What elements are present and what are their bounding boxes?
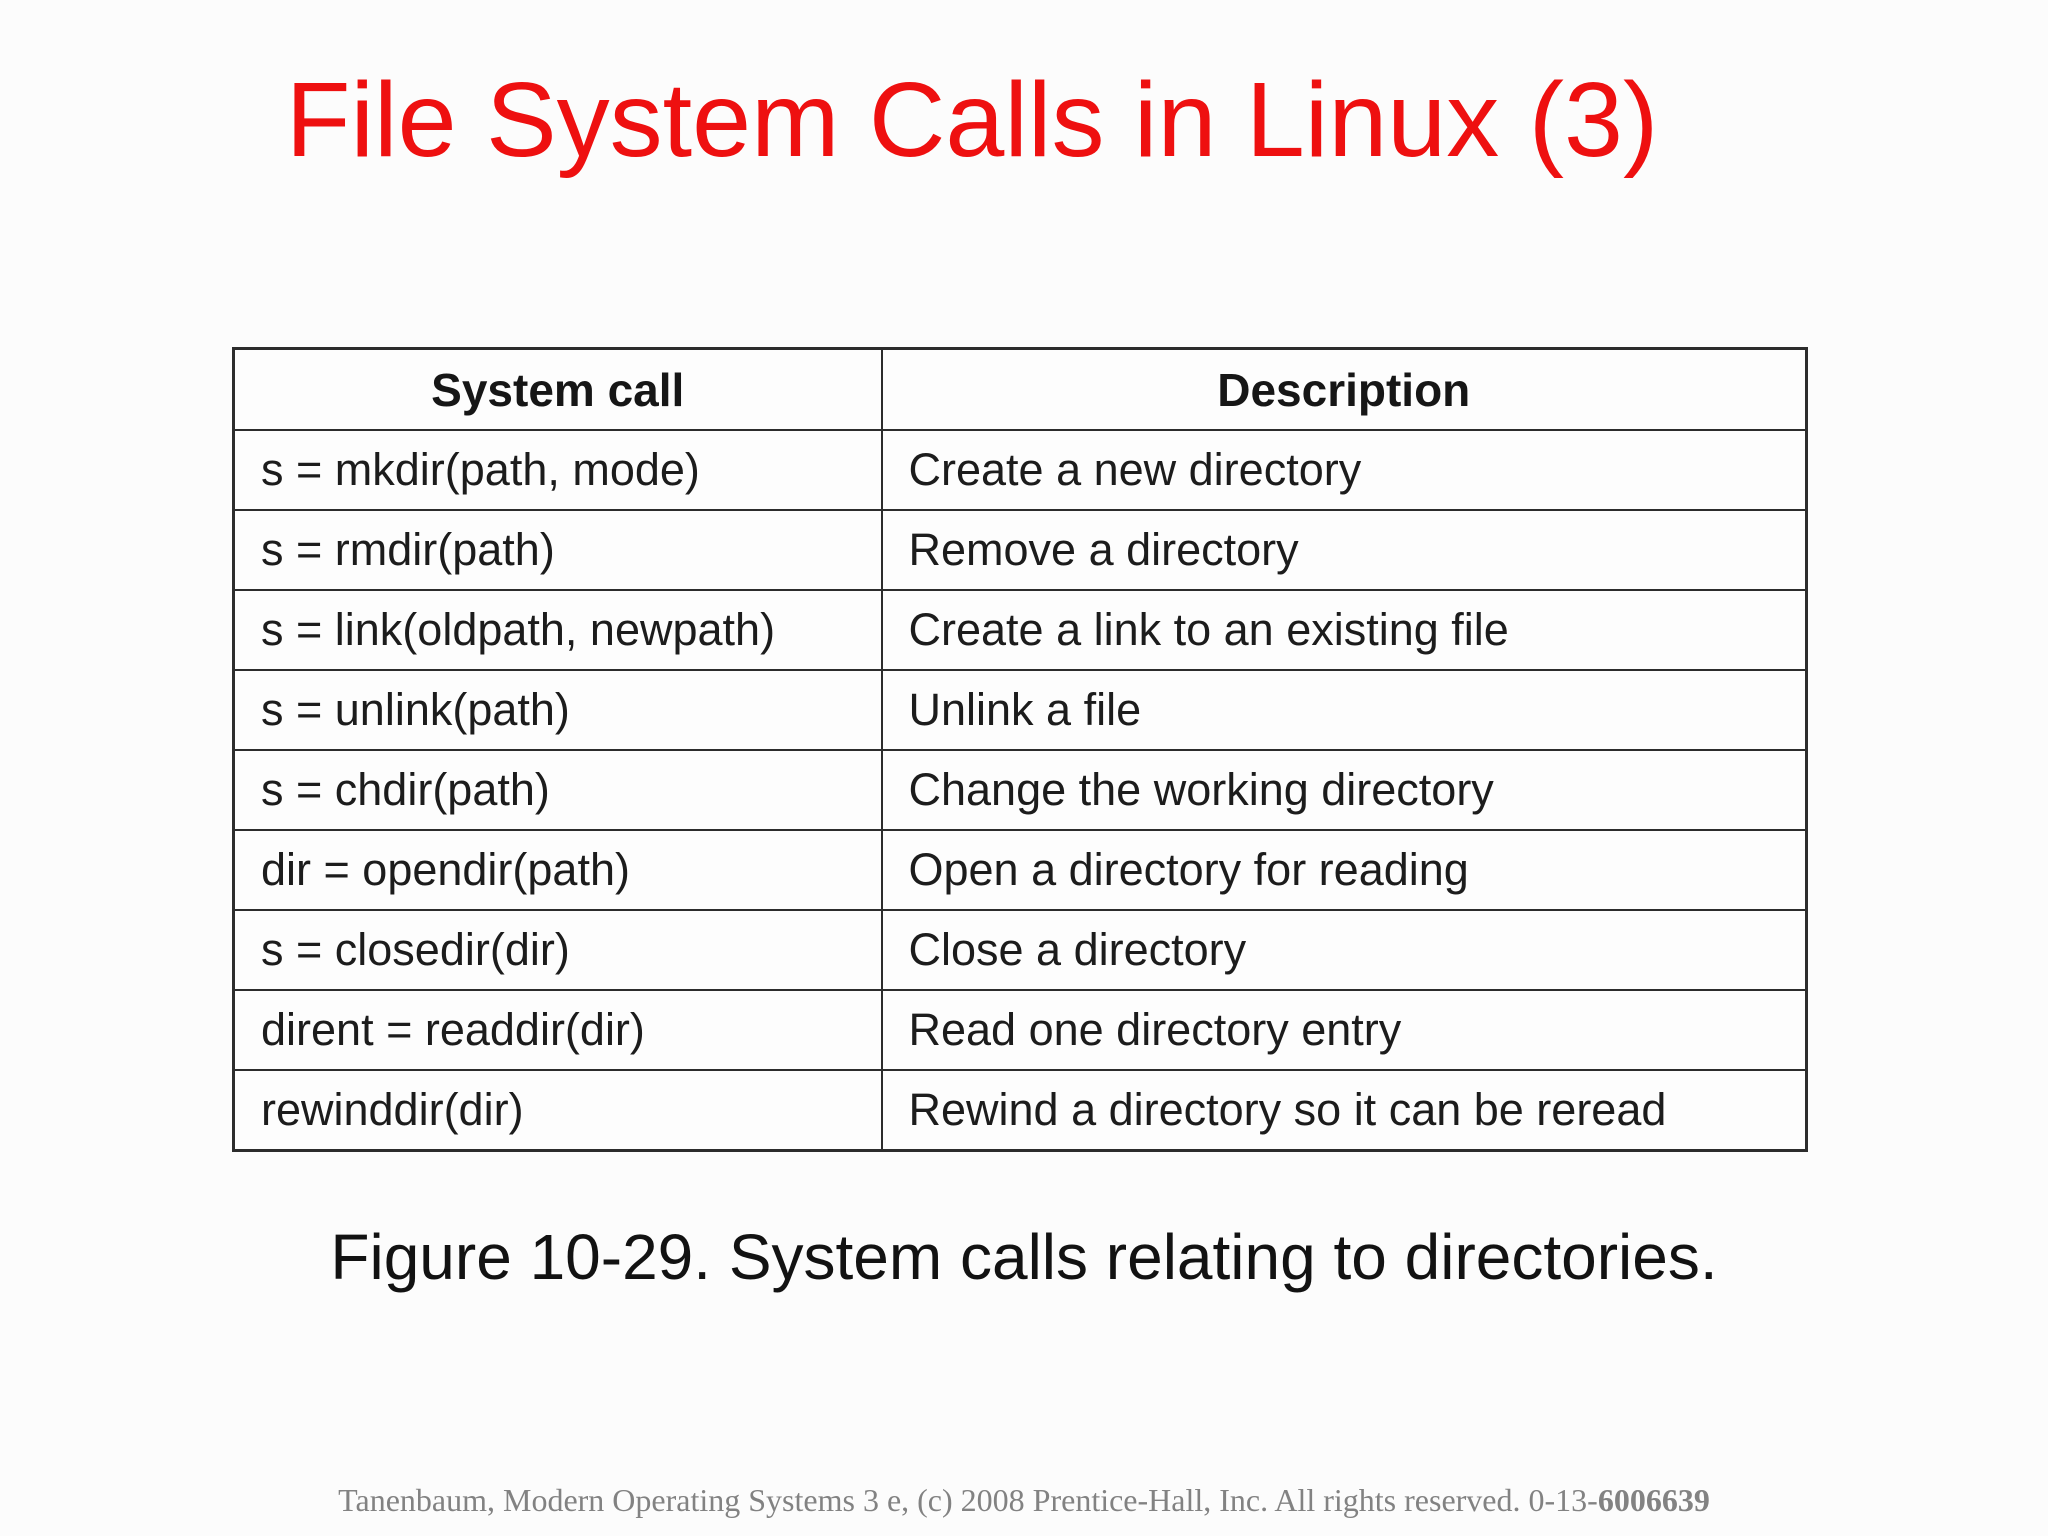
cell-description: Read one directory entry	[880, 989, 1808, 1071]
table-row: s = chdir(path) Change the working direc…	[232, 749, 1808, 831]
copyright-footer: Tanenbaum, Modern Operating Systems 3 e,…	[0, 1482, 2048, 1519]
table-row: s = closedir(dir) Close a directory	[232, 909, 1808, 991]
cell-description: Remove a directory	[880, 509, 1808, 591]
slide-title: File System Calls in Linux (3)	[285, 61, 1659, 179]
system-calls-table: System call Description s = mkdir(path, …	[232, 347, 1808, 1152]
table-row: dirent = readdir(dir) Read one directory…	[232, 989, 1808, 1071]
cell-system-call: s = closedir(dir)	[232, 909, 883, 991]
cell-system-call: rewinddir(dir)	[232, 1069, 883, 1152]
cell-system-call: s = rmdir(path)	[232, 509, 883, 591]
cell-description: Close a directory	[880, 909, 1808, 991]
table-header: System call Description	[232, 347, 1808, 431]
table-row: s = link(oldpath, newpath) Create a link…	[232, 589, 1808, 671]
cell-system-call: s = mkdir(path, mode)	[232, 429, 883, 511]
table-row: dir = opendir(path) Open a directory for…	[232, 829, 1808, 911]
table-row: rewinddir(dir) Rewind a directory so it …	[232, 1069, 1808, 1152]
table-row: s = unlink(path) Unlink a file	[232, 669, 1808, 751]
cell-system-call: dirent = readdir(dir)	[232, 989, 883, 1071]
cell-description: Rewind a directory so it can be reread	[880, 1069, 1808, 1152]
cell-system-call: s = unlink(path)	[232, 669, 883, 751]
table-body: s = mkdir(path, mode) Create a new direc…	[232, 429, 1808, 1152]
cell-system-call: dir = opendir(path)	[232, 829, 883, 911]
cell-description: Open a directory for reading	[880, 829, 1808, 911]
copyright-text: Tanenbaum, Modern Operating Systems 3 e,…	[338, 1482, 1598, 1518]
cell-system-call: s = chdir(path)	[232, 749, 883, 831]
column-header-system-call: System call	[232, 347, 883, 431]
cell-system-call: s = link(oldpath, newpath)	[232, 589, 883, 671]
cell-description: Create a new directory	[880, 429, 1808, 511]
table-row: s = mkdir(path, mode) Create a new direc…	[232, 429, 1808, 511]
table-header-row: System call Description	[232, 347, 1808, 431]
cell-description: Unlink a file	[880, 669, 1808, 751]
table-row: s = rmdir(path) Remove a directory	[232, 509, 1808, 591]
cell-description: Change the working directory	[880, 749, 1808, 831]
column-header-description: Description	[880, 347, 1808, 431]
cell-description: Create a link to an existing file	[880, 589, 1808, 671]
isbn-number: 6006639	[1597, 1482, 1710, 1518]
figure-caption: Figure 10-29. System calls relating to d…	[330, 1221, 1718, 1293]
